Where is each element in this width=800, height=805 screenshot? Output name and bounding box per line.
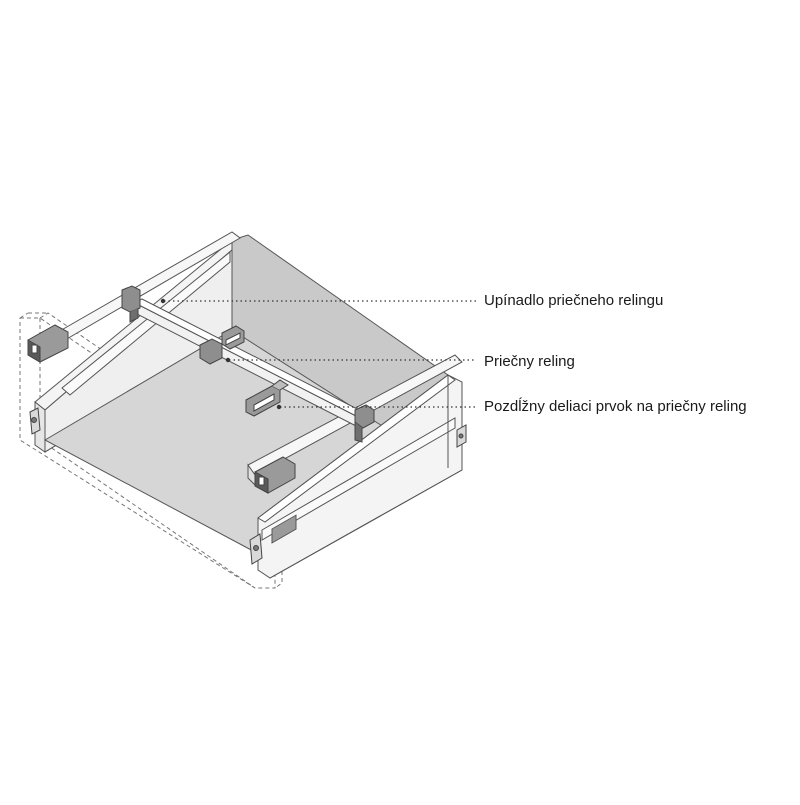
rail-clamp-left-back — [121, 285, 141, 323]
back-connector — [221, 325, 245, 350]
leader-lines — [164, 300, 476, 408]
longitudinal-divider — [245, 379, 289, 417]
right-side-wall — [257, 374, 463, 579]
callout-cross-rail: Priečny reling — [484, 353, 575, 370]
rail-clamp-right-back — [354, 404, 375, 443]
callout-divider: Pozdĺžny deliaci prvok na priečny reling — [484, 398, 747, 415]
runner-hook-right — [249, 533, 263, 565]
cross-rail-connector — [199, 338, 223, 365]
runner-hook-left — [29, 407, 41, 435]
callout-clamp: Upínadlo priečneho relingu — [484, 292, 664, 309]
rear-corner-right — [456, 424, 467, 448]
leader-dots — [160, 298, 282, 410]
front-cap-right — [254, 456, 296, 494]
left-side-wall — [34, 238, 233, 453]
front-cap-left — [27, 324, 69, 363]
